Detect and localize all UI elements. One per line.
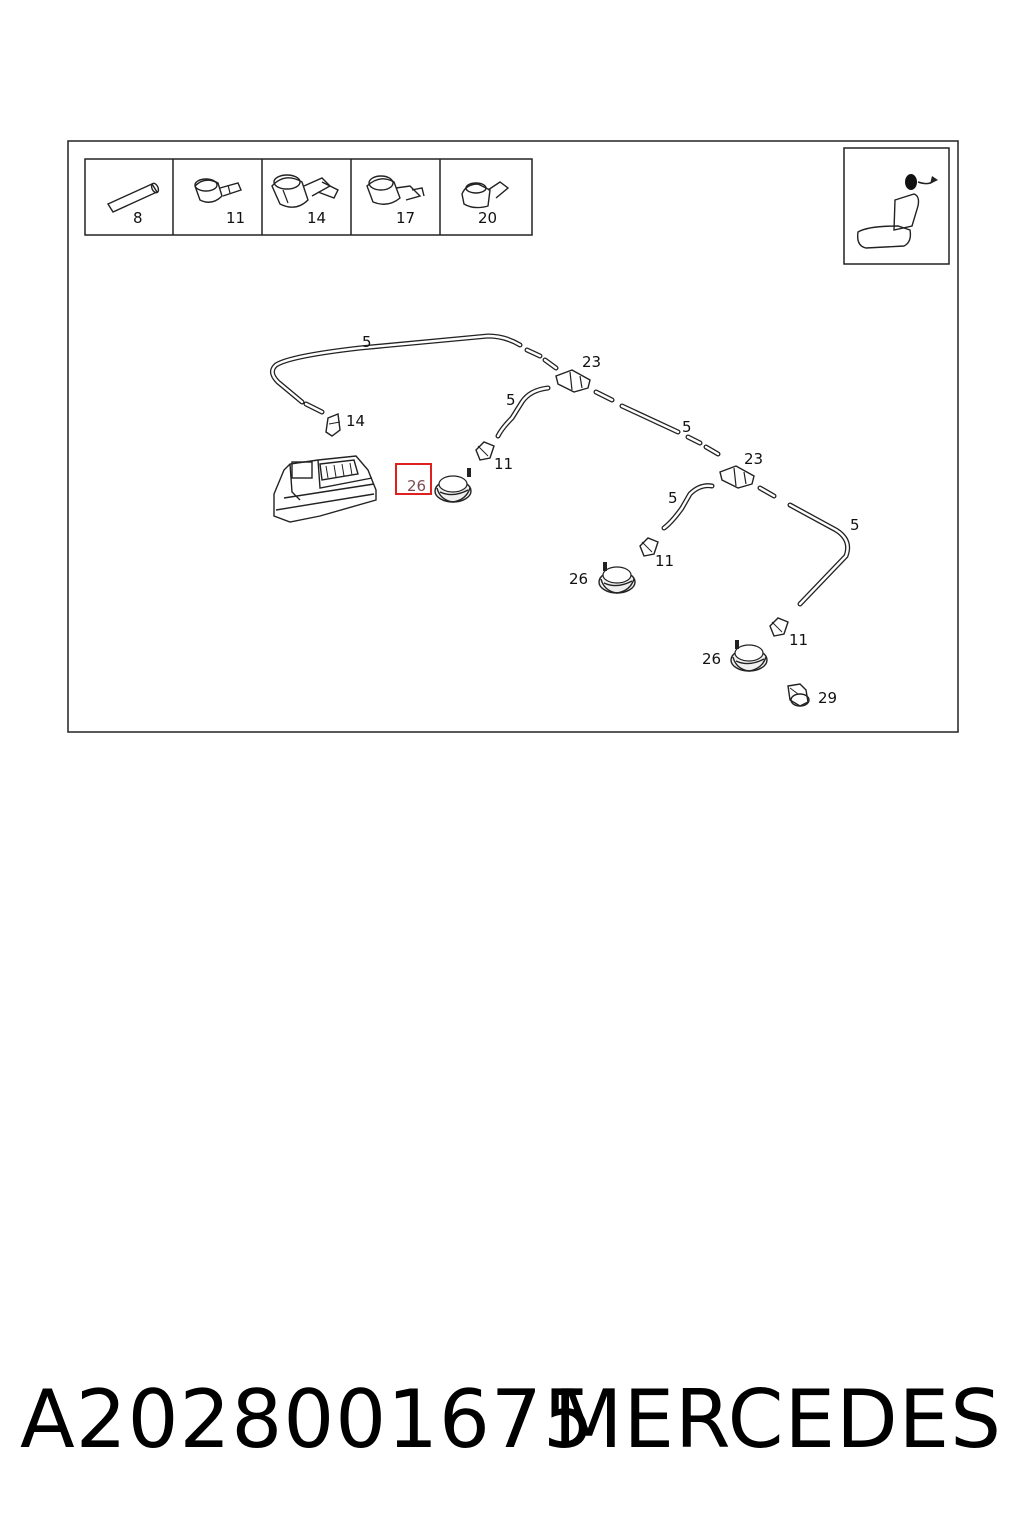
callout-5-top: 5	[362, 333, 372, 351]
legend-num-11: 11	[226, 209, 245, 227]
tee-connector-lower	[719, 465, 755, 489]
location-marker-icon	[905, 174, 917, 190]
part-number: A2028001675	[20, 1373, 595, 1466]
angled-connector-part	[325, 413, 341, 437]
callout-11-lower: 11	[789, 631, 808, 649]
callout-5-upper-branch: 5	[506, 391, 516, 409]
callout-23-lower: 23	[744, 450, 763, 468]
callout-5-right: 5	[850, 516, 860, 534]
straight-connector-icon	[106, 182, 160, 213]
hose-nipple-part-upper	[475, 441, 495, 461]
diagram-frame	[67, 140, 959, 733]
vacuum-tubes	[270, 333, 851, 607]
legend-num-17: 17	[396, 209, 415, 227]
tee-connector-upper	[555, 369, 591, 393]
vacuum-element-lower	[730, 640, 768, 672]
callout-5-middle: 5	[682, 418, 692, 436]
callout-23-upper: 23	[582, 353, 601, 371]
callout-26-lower: 26	[702, 650, 721, 668]
callout-26-highlighted[interactable]: 26	[407, 477, 426, 495]
legend-num-20: 20	[478, 209, 497, 227]
callout-11-middle: 11	[655, 552, 674, 570]
elbow-fitting-icon	[461, 181, 510, 209]
seat-location-inset	[843, 147, 950, 265]
brand-name: MERCEDES	[553, 1373, 1002, 1466]
screw-plug-part	[787, 683, 810, 707]
vacuum-element-upper	[434, 468, 472, 503]
callout-29: 29	[818, 689, 837, 707]
angled-connector-icon	[271, 174, 339, 208]
callout-14: 14	[346, 412, 365, 430]
legend-num-14: 14	[307, 209, 326, 227]
footer: A2028001675 MERCEDES	[0, 1370, 1024, 1470]
vacuum-element-middle	[598, 562, 636, 594]
hose-nipple-part-lower	[769, 617, 789, 637]
vacuum-pump-unit	[273, 455, 377, 523]
callout-26-middle: 26	[569, 570, 588, 588]
parts-diagram: 8 11 14 17	[67, 140, 959, 733]
highlight-box[interactable]	[395, 463, 432, 495]
callout-11-upper: 11	[494, 455, 513, 473]
hose-nipple-icon	[194, 178, 242, 203]
legend-table: 8 11 14 17	[84, 158, 533, 236]
callout-5-lower-branch: 5	[668, 489, 678, 507]
legend-num-8: 8	[133, 209, 143, 227]
hose-nipple-part-middle	[639, 537, 659, 557]
elbow-connector-icon	[366, 175, 425, 205]
